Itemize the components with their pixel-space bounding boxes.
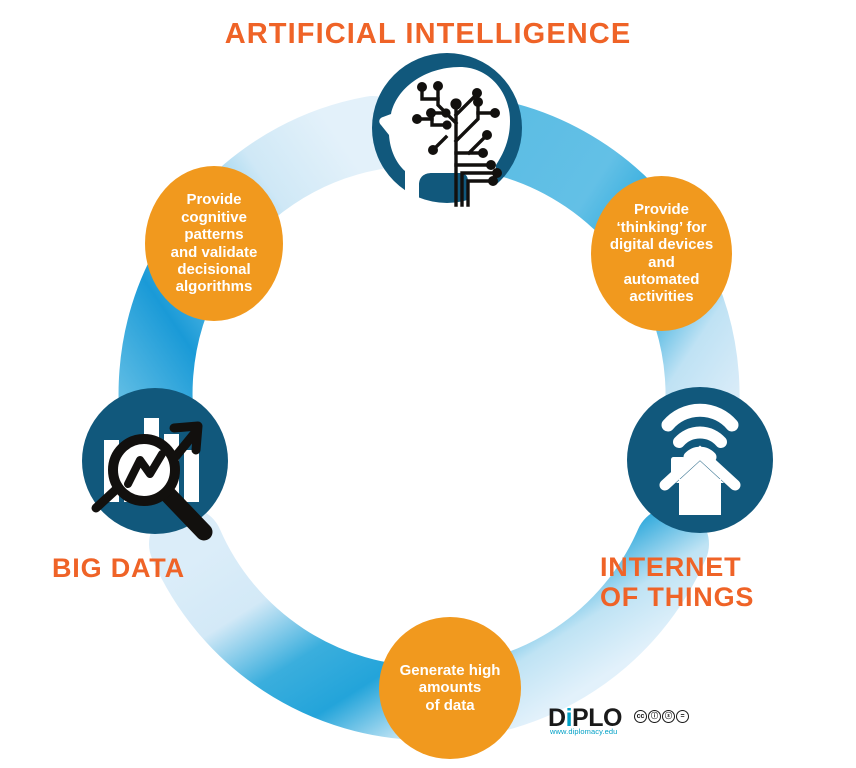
smart-home-wifi-icon xyxy=(659,403,741,515)
cc-badge-nd: = xyxy=(676,710,689,723)
bar-chart-magnifier-icon xyxy=(91,418,213,541)
bubble-iot-to-bigdata: Generate high amounts of data xyxy=(379,617,521,759)
bubble-ai-to-bigdata: Provide cognitive patterns and validate … xyxy=(145,166,283,321)
node-label-big-data: BIG DATA xyxy=(52,553,185,583)
cc-badge-cc: cc xyxy=(634,710,647,723)
diplo-logo[interactable]: DiPLO www.diplomacy.edu cc ⓘ ⓢ = xyxy=(548,706,689,740)
logo-url: www.diplomacy.edu xyxy=(550,727,618,736)
node-internet-of-things xyxy=(627,387,773,533)
logo-wordmark: DiPLO xyxy=(548,706,622,731)
cc-badge-nc: ⓢ xyxy=(662,710,675,723)
logo-word-accent: i xyxy=(565,704,573,732)
logo-word-prefix: D xyxy=(548,704,566,732)
logo-word-suffix: PLO xyxy=(572,704,622,732)
node-artificial-intelligence xyxy=(372,53,522,207)
cc-badge-by: ⓘ xyxy=(648,710,661,723)
creative-commons-badges: cc ⓘ ⓢ = xyxy=(634,710,689,723)
page-title-artificial-intelligence: ARTIFICIAL INTELLIGENCE xyxy=(224,18,632,50)
node-big-data xyxy=(82,388,228,541)
node-label-internet-of-things: INTERNET OF THINGS xyxy=(600,552,755,613)
bubble-ai-to-iot: Provide ‘thinking’ for digital devices a… xyxy=(591,176,732,331)
brain-circuit-head-icon xyxy=(379,67,510,207)
